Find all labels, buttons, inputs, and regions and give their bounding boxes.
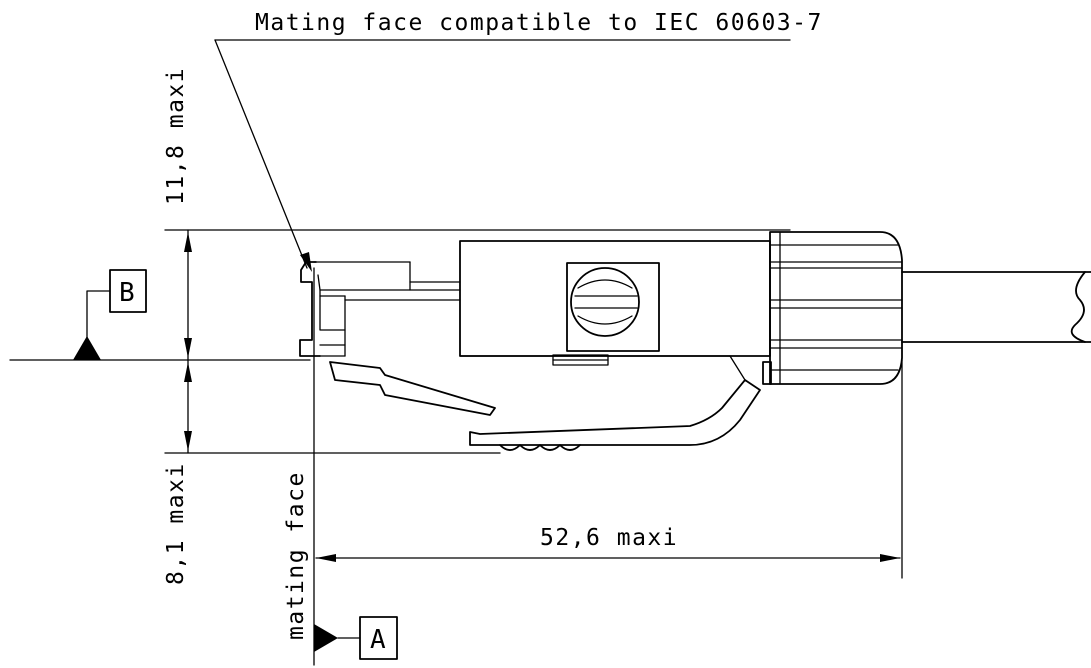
datum-b-leader xyxy=(86,290,111,339)
dim-arrow-top xyxy=(184,232,192,252)
length-arrow-right xyxy=(880,554,900,562)
datum-a-box xyxy=(359,616,398,660)
top-height-label: 11,8 maxi xyxy=(163,67,189,205)
dim-arrow-mid-down xyxy=(184,362,192,382)
connector-body xyxy=(299,231,1091,451)
datum-b-triangle xyxy=(73,336,101,360)
note-leader xyxy=(214,39,308,269)
datum-a-triangle xyxy=(314,624,338,652)
bottom-height-label: 8,1 maxi xyxy=(163,462,189,585)
mating-face-label: mating face xyxy=(283,471,309,640)
datum-a-label: A xyxy=(370,625,386,655)
length-arrow-left xyxy=(316,554,336,562)
dim-arrow-mid-up xyxy=(184,338,192,358)
dim-arrow-bottom xyxy=(184,431,192,451)
length-label: 52,6 maxi xyxy=(540,525,678,551)
datum-b-label: B xyxy=(119,278,135,308)
mating-face-note: Mating face compatible to IEC 60603-7 xyxy=(255,10,823,36)
